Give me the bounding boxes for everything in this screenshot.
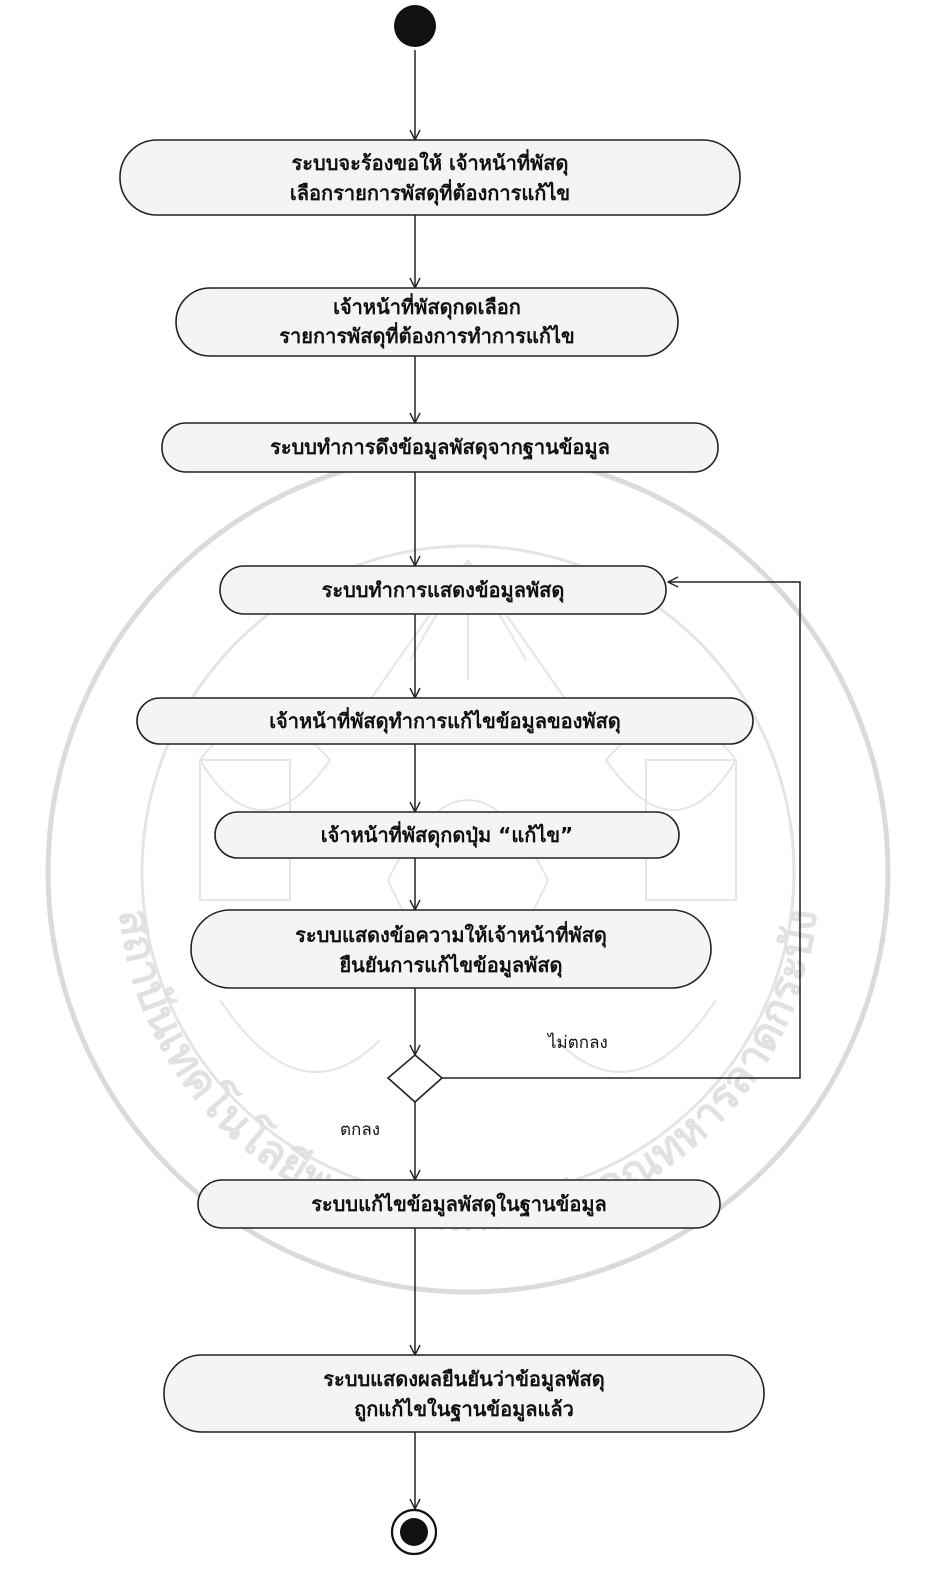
end-node <box>390 1508 438 1556</box>
activity-line: ระบบแก้ไขข้อมูลพัสดุในฐานข้อมูล <box>311 1192 607 1218</box>
activity-staff-select: เจ้าหน้าที่พัสดุกดเลือก รายการพัสดุที่ต้… <box>175 287 679 357</box>
activity-line: ระบบแสดงผลยืนยันว่าข้อมูลพัสดุ <box>323 1367 604 1393</box>
activity-line: ระบบแสดงข้อความให้เจ้าหน้าที่พัสดุ <box>295 920 607 948</box>
activity-line: รายการพัสดุที่ต้องการทำการแก้ไข <box>279 321 574 349</box>
edge-decision-loop <box>442 582 801 1079</box>
activity-press-edit-button: เจ้าหน้าที่พัสดุกดปุ่ม “แก้ไข” <box>214 811 680 859</box>
activity-line: ระบบจะร้องขอให้ เจ้าหน้าที่พัสดุ <box>292 148 569 176</box>
guard-reject-label: ไม่ตกลง <box>546 1032 608 1053</box>
activity-confirm-message: ระบบแสดงข้อความให้เจ้าหน้าที่พัสดุ ยืนยั… <box>190 909 712 989</box>
activity-update-database: ระบบแก้ไขข้อมูลพัสดุในฐานข้อมูล <box>197 1179 721 1229</box>
guard-accept-label: ตกลง <box>340 1120 380 1140</box>
decision-node <box>386 1053 444 1104</box>
activity-line: ถูกแก้ไขในฐานข้อมูลแล้ว <box>354 1397 574 1423</box>
flow-edges <box>415 50 801 1509</box>
activity-line: ระบบทำการดึงข้อมูลพัสดุจากฐานข้อมูล <box>270 435 610 461</box>
start-node <box>394 5 436 47</box>
activity-line: เจ้าหน้าที่พัสดุกดเลือก <box>333 292 521 320</box>
activity-show-result: ระบบแสดงผลยืนยันว่าข้อมูลพัสดุ ถูกแก้ไขใ… <box>163 1354 765 1433</box>
activity-line: ยืนยันการแก้ไขข้อมูลพัสดุ <box>339 953 562 979</box>
activity-line: เลือกรายการพัสดุที่ต้องการแก้ไข <box>290 178 570 206</box>
activity-fetch-data: ระบบทำการดึงข้อมูลพัสดุจากฐานข้อมูล <box>161 422 719 473</box>
activity-request-select: ระบบจะร้องขอให้ เจ้าหน้าที่พัสดุ เลือกรา… <box>119 139 741 216</box>
activity-show-data: ระบบทำการแสดงข้อมูลพัสดุ <box>219 565 667 615</box>
activity-line: เจ้าหน้าที่พัสดุกดปุ่ม “แก้ไข” <box>321 820 573 848</box>
activity-edit-data: เจ้าหน้าที่พัสดุทำการแก้ไขข้อมูลของพัสดุ <box>136 697 754 745</box>
activity-line: เจ้าหน้าที่พัสดุทำการแก้ไขข้อมูลของพัสดุ <box>269 706 621 735</box>
activity-line: ระบบทำการแสดงข้อมูลพัสดุ <box>322 578 565 604</box>
